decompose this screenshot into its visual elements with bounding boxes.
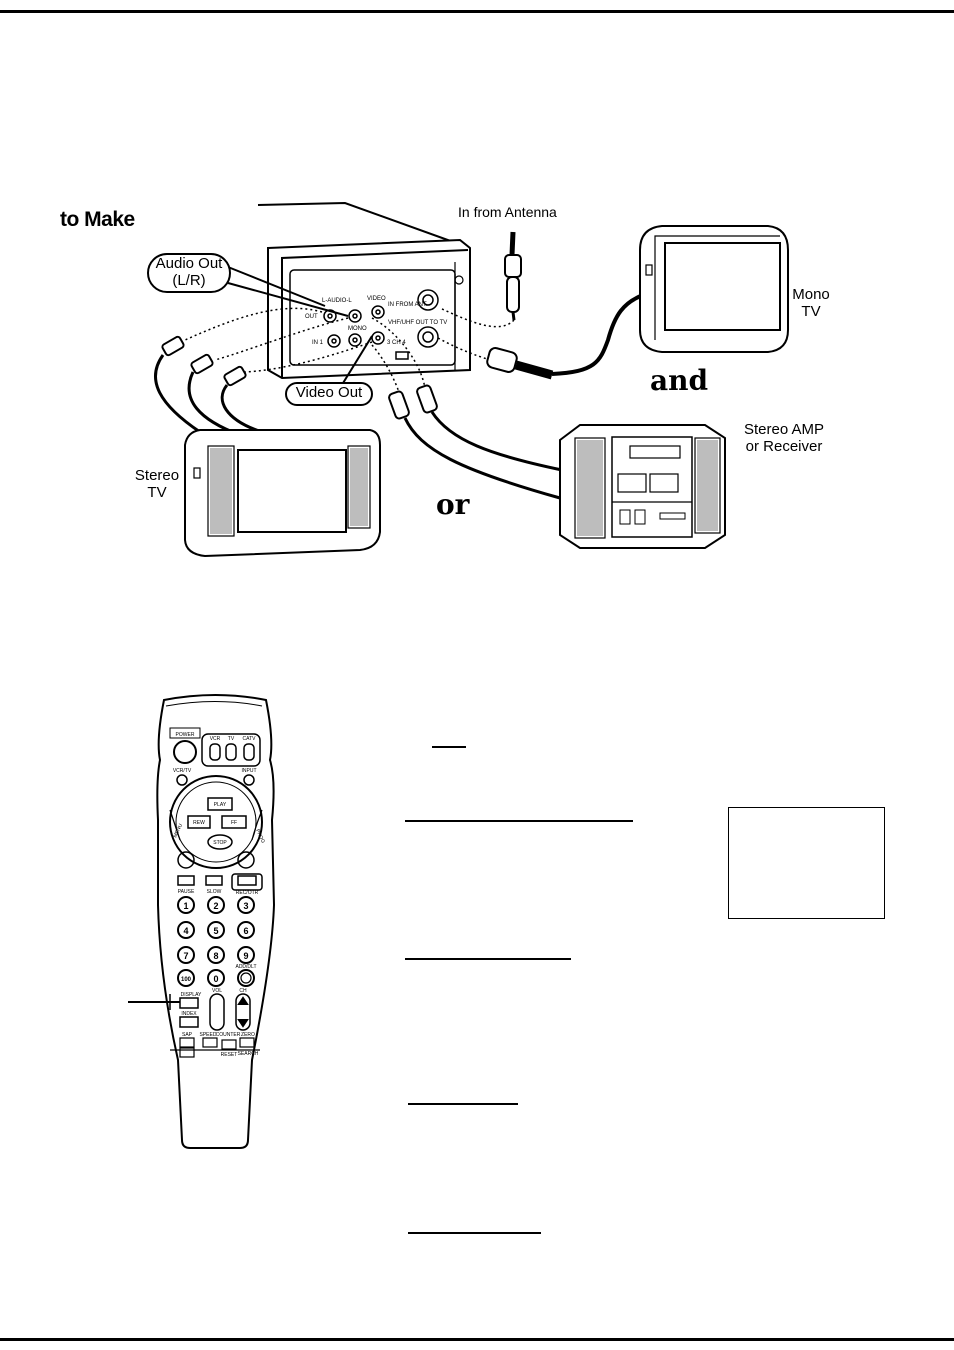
remote-digit-1: 1 xyxy=(183,901,188,911)
amp-cables xyxy=(371,317,563,500)
remote-label-slow: SLOW xyxy=(207,889,222,895)
remote-label-add-dlt: ADD/DLT xyxy=(235,964,256,970)
stereo-tv-cables xyxy=(153,307,373,437)
remote-digit-7: 7 xyxy=(183,951,188,961)
remote-label-rew: REW xyxy=(193,820,205,826)
panel-label-audio: L-AUDIO-L xyxy=(322,298,352,304)
connection-diagram: L-AUDIO-L VIDEO IN FROM ANT. VHF/UHF OUT… xyxy=(153,201,789,558)
remote-label-vol: VOL xyxy=(212,988,222,994)
label-amp-line2: or Receiver xyxy=(745,438,823,455)
mono-tv-cable xyxy=(437,291,651,380)
remote-digit-5: 5 xyxy=(213,926,218,936)
word-or: or xyxy=(436,488,470,521)
label-stereo-amp: Stereo AMP or Receiver xyxy=(734,421,834,455)
remote-label-ff: FF xyxy=(231,820,237,826)
page-title: to Make xyxy=(60,208,135,231)
word-and: and xyxy=(650,364,709,397)
remote-digit-3: 3 xyxy=(243,901,248,911)
remote-label-ch: CH xyxy=(239,988,247,994)
panel-label-out-to-tv: VHF/UHF OUT TO TV xyxy=(388,320,447,326)
underline-3 xyxy=(405,958,571,960)
remote-digit-8: 8 xyxy=(213,951,218,961)
remote-label-play: PLAY xyxy=(214,802,227,808)
callout-audio-out: Audio Out (L/R) xyxy=(147,253,231,293)
stereo-tv-illustration xyxy=(184,429,381,558)
display-box xyxy=(728,807,885,919)
panel-label-video: VIDEO xyxy=(367,296,386,302)
remote-digit-2: 2 xyxy=(213,901,218,911)
vcr-back-panel xyxy=(267,238,471,380)
label-mono-line2: TV xyxy=(801,303,821,320)
top-rule xyxy=(0,10,954,13)
panel-label-mono: MONO xyxy=(348,326,367,332)
underline-2 xyxy=(405,820,633,822)
panel-label-in-from-ant: IN FROM ANT. xyxy=(388,302,428,308)
remote-label-speed: SPEED xyxy=(200,1032,217,1038)
remote-label-search: SEARCH xyxy=(238,1051,259,1057)
vcr-leader-line xyxy=(257,201,471,249)
remote-label-menu: MENU xyxy=(172,823,184,839)
callout-leaders xyxy=(227,266,373,389)
remote-label-display: DISPLAY xyxy=(181,992,202,998)
remote-label-input: INPUT xyxy=(242,768,257,774)
remote-digit-labels: 1 2 3 4 5 6 7 8 9 100 0 xyxy=(181,901,249,984)
label-stereo-tv: Stereo TV xyxy=(130,467,184,501)
antenna-cable xyxy=(439,231,522,328)
label-mono-line1: Mono xyxy=(792,286,830,303)
callout-audio-out-line2: (L/R) xyxy=(172,272,206,289)
remote-label-catv: CATV xyxy=(243,736,257,742)
remote-digit-100: 100 xyxy=(181,977,192,983)
label-stereo-line2: TV xyxy=(147,484,167,501)
remote-digit-0: 0 xyxy=(213,974,218,984)
panel-label-out: OUT xyxy=(305,314,318,320)
remote-label-index: INDEX xyxy=(181,1011,197,1017)
remote-label-zero: ZERO xyxy=(241,1032,255,1038)
label-in-from-antenna: In from Antenna xyxy=(458,204,557,220)
mono-tv-illustration xyxy=(639,225,789,353)
remote-digit-9: 9 xyxy=(243,951,248,961)
panel-texts: L-AUDIO-L VIDEO IN FROM ANT. VHF/UHF OUT… xyxy=(305,296,447,346)
remote-label-reset: RESET xyxy=(221,1052,238,1058)
remote-label-stop: STOP xyxy=(213,840,227,846)
underline-5 xyxy=(408,1232,541,1234)
underline-4 xyxy=(408,1103,518,1105)
bottom-rule xyxy=(0,1338,954,1341)
remote-digit-4: 4 xyxy=(183,926,188,936)
remote-label-tv: TV xyxy=(228,736,235,742)
callout-audio-out-line1: Audio Out xyxy=(155,255,223,272)
label-stereo-line1: Stereo xyxy=(134,467,180,484)
remote-digit-6: 6 xyxy=(243,926,248,936)
remote-label-sap: SAP xyxy=(182,1032,193,1038)
panel-jacks xyxy=(323,289,439,360)
speaker-grilles xyxy=(210,440,718,536)
remote-control: POWER VCR TV CATV VCR/TV INPUT PLAY REW … xyxy=(128,694,276,1149)
label-mono-tv: Mono TV xyxy=(786,286,836,320)
remote-label-pause: PAUSE xyxy=(178,889,195,895)
remote-label-power: POWER xyxy=(176,732,195,738)
remote-label-vcr: VCR xyxy=(210,736,221,742)
panel-label-in1: IN 1 xyxy=(312,340,324,346)
callout-video-out: Video Out xyxy=(285,382,373,406)
remote-label-counter: COUNTER xyxy=(216,1032,241,1038)
label-amp-line1: Stereo AMP xyxy=(743,421,825,438)
underline-1 xyxy=(432,746,466,748)
remote-label-prog: PROG xyxy=(254,828,266,844)
remote-label-rec: REC/OTR xyxy=(236,890,259,896)
panel-label-ch: 3 CH 4 xyxy=(387,340,406,346)
remote-label-vcr-tv: VCR/TV xyxy=(173,768,192,774)
